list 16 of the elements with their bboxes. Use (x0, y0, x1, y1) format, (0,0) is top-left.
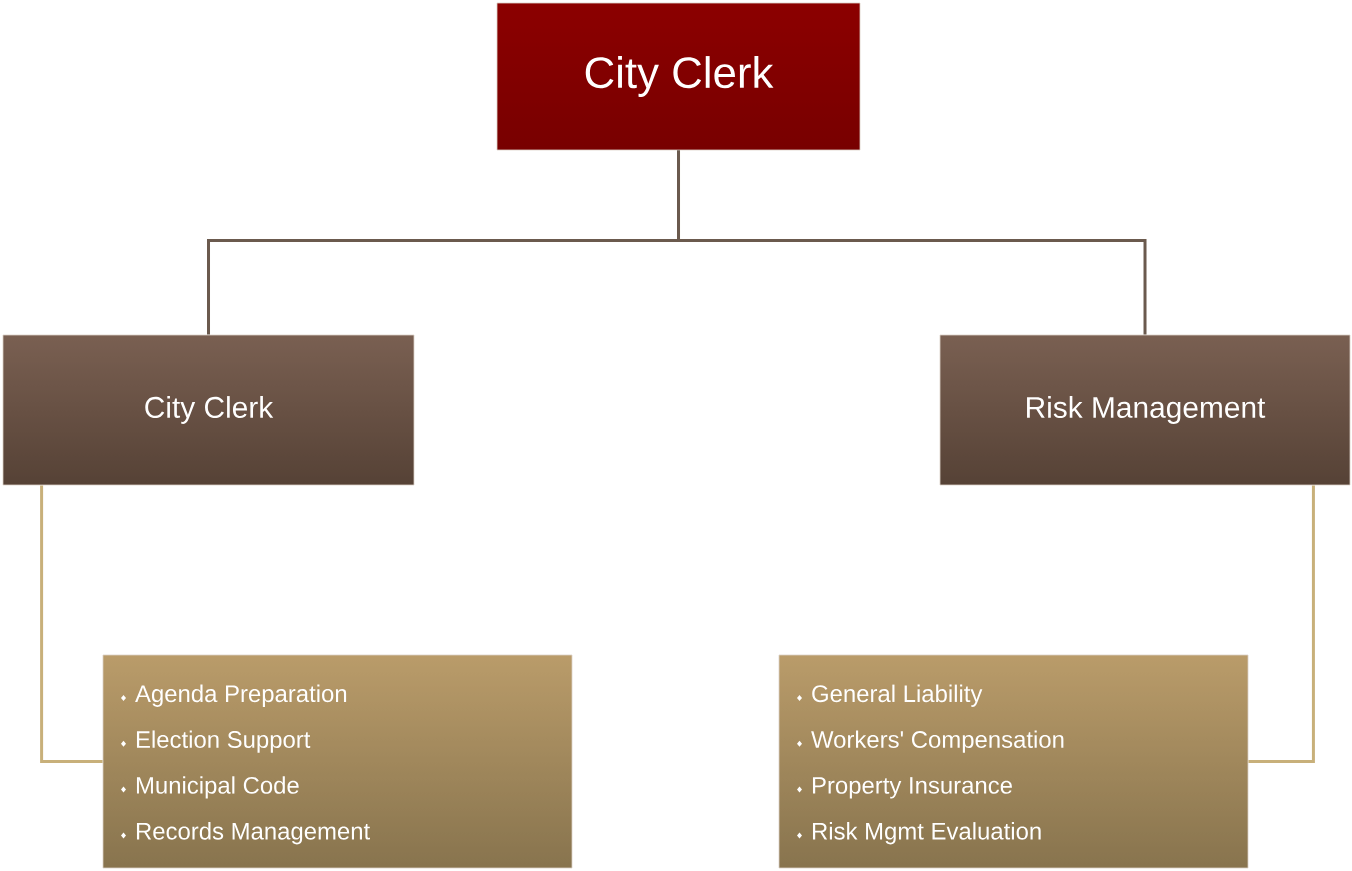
duty-list-box (778, 654, 1249, 869)
duty-list-box (102, 654, 573, 869)
list-item: General Liability (812, 684, 983, 707)
list-item: Property Insurance (813, 777, 1012, 799)
list-item: Records Management (136, 822, 370, 845)
title-box: City Clerk (496, 2, 861, 151)
connector-line (677, 150, 1147, 335)
connector-line (40, 485, 103, 763)
list-item: Risk Mgmt Evaluation (813, 822, 1041, 845)
connector-line (1248, 485, 1315, 763)
department-box: City Clerk (2, 334, 415, 486)
list-item: Election Support (136, 730, 311, 753)
list-item: Workers' Compensation (811, 730, 1064, 753)
list-item: Agenda Preparation (135, 684, 347, 707)
list-item: Municipal Code (136, 776, 299, 799)
department-box: Risk Management (939, 334, 1351, 486)
